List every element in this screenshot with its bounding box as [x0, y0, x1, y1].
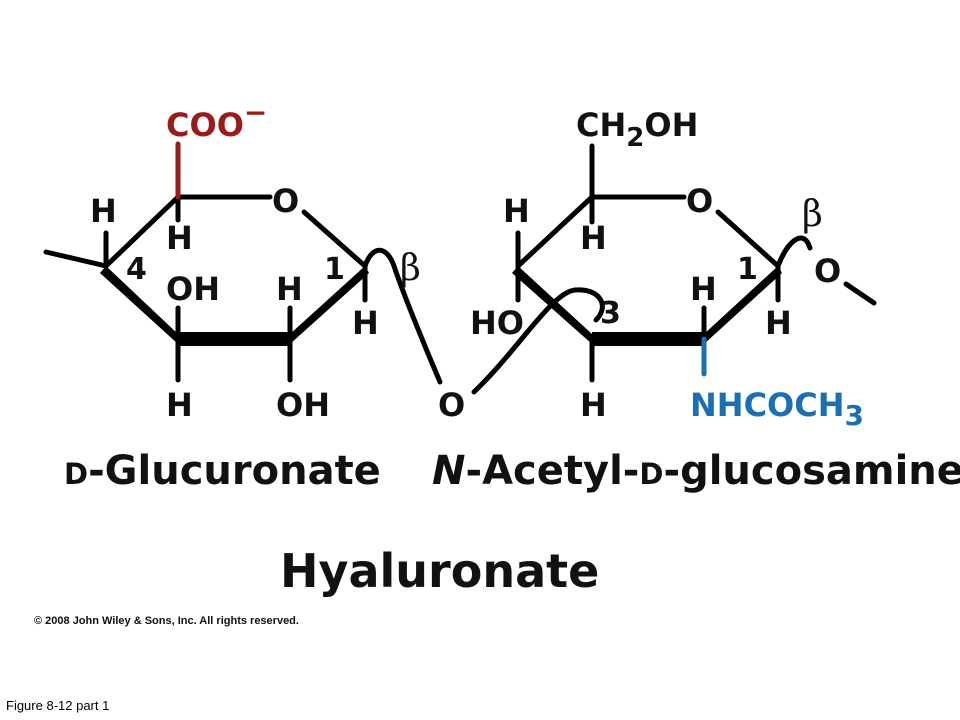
acetamido-label: NHCOCH3 [690, 386, 864, 432]
glucosamine-wedge-c2-c1 [704, 266, 782, 344]
glucuronate-beta-symbol: β [400, 248, 421, 289]
glucuronate-wedge-c4-c3 [100, 266, 178, 344]
glucuronate-h-c5: H [166, 219, 193, 257]
copyright-notice: © 2008 John Wiley & Sons, Inc. All right… [34, 615, 299, 627]
glucosamine-name: N-Acetyl-D-glucosamine [432, 448, 960, 494]
glycosidic-bond-left [362, 247, 443, 385]
glucosamine-h-c3-bottom: H [580, 386, 607, 424]
glucosamine-ring-oxygen: O [686, 182, 713, 220]
glucuronate-carbon-1-number: 1 [324, 252, 345, 287]
glucuronate-name: D-Glucuronate [64, 448, 381, 494]
carboxylate-label: COO− [166, 96, 267, 144]
glucosamine-bond-c1-o [775, 235, 813, 269]
glucuronate-bond-c4-chain [43, 249, 109, 269]
ch2oh-label: CH2OH [576, 106, 698, 153]
glucuronate-h-c4-outer: H [90, 192, 117, 230]
glucosamine-h-c2: H [690, 270, 717, 308]
glucuronate-bond-o-c1 [301, 209, 368, 269]
glucosamine-wedge-c4-c3 [512, 266, 592, 344]
glycosidic-oxygen: O [438, 386, 465, 424]
glucuronate-oh-c2-bottom: OH [276, 386, 330, 424]
glucuronate-h-c3-bottom: H [166, 386, 193, 424]
glucosamine-beta-symbol: β [802, 194, 823, 235]
glucosamine-outer-oxygen: O [814, 252, 841, 290]
glucuronate-carbon-4-number: 4 [126, 252, 147, 287]
glucosamine-carbon-1-number: 1 [737, 252, 758, 287]
glucosamine-h-c1: H [765, 304, 792, 342]
glucuronate-h-c2: H [276, 270, 303, 308]
glucosamine-ho-c4: HO [470, 304, 524, 342]
figure-caption: Figure 8-12 part 1 [6, 698, 110, 713]
glucuronate-ring-oxygen: O [272, 182, 299, 220]
glucosamine-ring [512, 143, 877, 383]
glucosamine-bond-c5-c4 [515, 194, 595, 269]
glucosamine-carbon-3-number: 3 [600, 296, 621, 331]
glucuronate-bond-c5-c4 [103, 194, 181, 269]
glucosamine-bond-o-c1 [715, 209, 781, 269]
glucuronate-oh-c3: OH [166, 270, 220, 308]
glucuronate-ring [43, 141, 369, 383]
diagram-title: Hyaluronate [280, 544, 599, 598]
glucuronate-wedge-c2-c1 [290, 266, 369, 344]
glucosamine-h-c5: H [580, 219, 607, 257]
glucosamine-h-c4-outer: H [503, 192, 530, 230]
glucosamine-bond-o-chain [843, 281, 877, 306]
glycosidic-bond-right [471, 287, 605, 395]
glucuronate-h-c1: H [352, 304, 379, 342]
